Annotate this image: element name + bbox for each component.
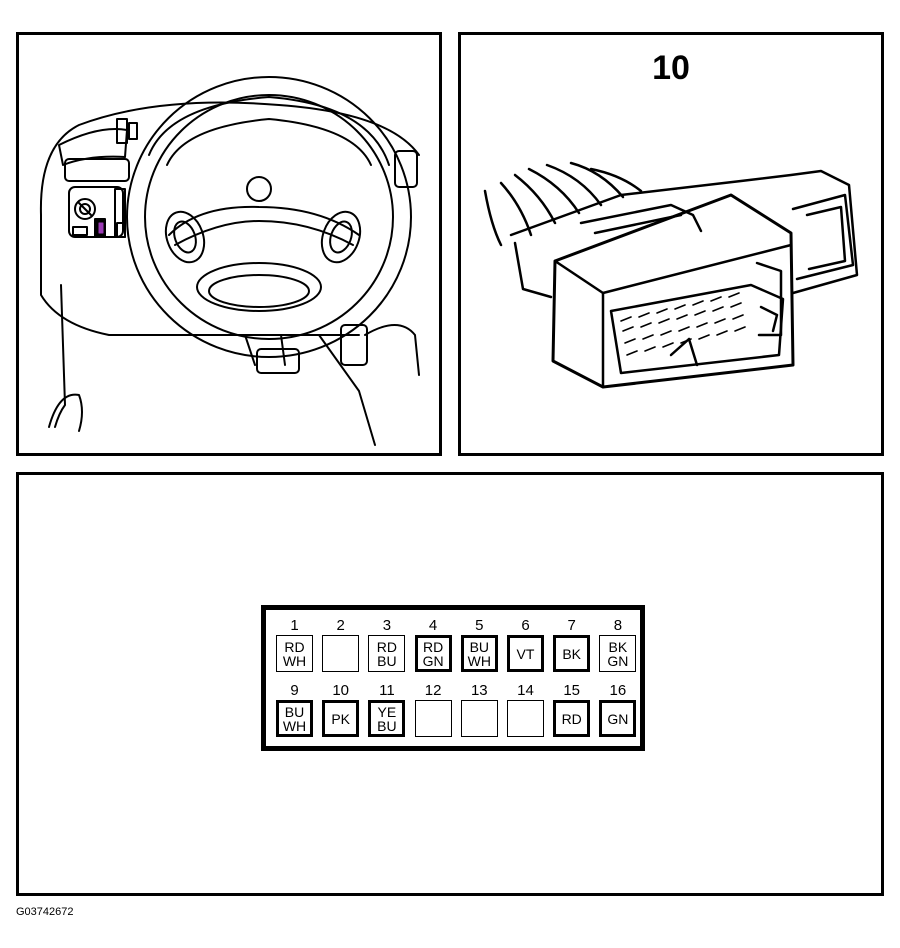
pin-cavity (414, 700, 452, 737)
wire-color-label: VT (516, 645, 535, 662)
wire-color-label: BU WH (282, 703, 307, 734)
pin-number: 13 (470, 682, 488, 699)
pin-number: 16 (609, 682, 627, 699)
pin-cavity: YE BU (368, 700, 406, 737)
pin-number: 7 (567, 617, 576, 634)
pin-cavity: RD WH (276, 635, 313, 672)
pin-number: 9 (290, 682, 299, 699)
pin-number: 14 (517, 682, 534, 699)
pin-cavity: BK GN (599, 635, 637, 672)
pin-cavity (460, 700, 498, 737)
pin-number: 4 (428, 617, 438, 634)
wire-color-label: BU WH (467, 638, 491, 669)
pin-cavity: RD (553, 700, 591, 737)
pin-number: 1 (290, 617, 299, 634)
pin-cavity (507, 700, 544, 737)
connector-illustration-panel: 10 (458, 32, 884, 456)
pin-cavity: RD BU (368, 635, 406, 672)
wire-color-label: RD (561, 710, 582, 727)
dashboard-illustration (39, 76, 420, 446)
wire-color-label: RD WH (282, 638, 307, 669)
pin-cavity: PK (322, 700, 360, 737)
wire-color-label: YE BU (377, 703, 397, 734)
pin-cavity: BK (553, 635, 591, 672)
wire-color-label: RD GN (422, 638, 444, 669)
pin-cavity: BU WH (460, 635, 498, 672)
pin-number: 10 (332, 682, 350, 699)
connector-illustration (483, 161, 859, 389)
figure-id: G03742672 (16, 906, 74, 918)
pin-number: 5 (475, 617, 484, 634)
pin-number: 12 (424, 682, 442, 699)
connector-number: 10 (652, 49, 690, 87)
pin-cavity: GN (599, 700, 637, 737)
pin-number: 8 (613, 617, 623, 634)
wire-color-label: RD BU (376, 638, 397, 669)
pin-cavity: VT (507, 635, 544, 672)
pin-cavity (322, 635, 360, 672)
pin-number: 3 (382, 617, 392, 634)
pin-number: 2 (336, 617, 345, 634)
dashboard-location-panel (16, 32, 442, 456)
wire-color-label: GN (607, 710, 629, 727)
wire-color-label: PK (331, 710, 351, 727)
wire-color-label: BK (562, 645, 582, 662)
pin-cavity: RD GN (414, 635, 452, 672)
pin-number: 15 (563, 682, 581, 699)
pin-number: 6 (521, 617, 530, 634)
pin-cavity: BU WH (276, 700, 313, 737)
pin-number: 11 (379, 682, 395, 699)
wire-color-label: BK GN (607, 638, 629, 669)
